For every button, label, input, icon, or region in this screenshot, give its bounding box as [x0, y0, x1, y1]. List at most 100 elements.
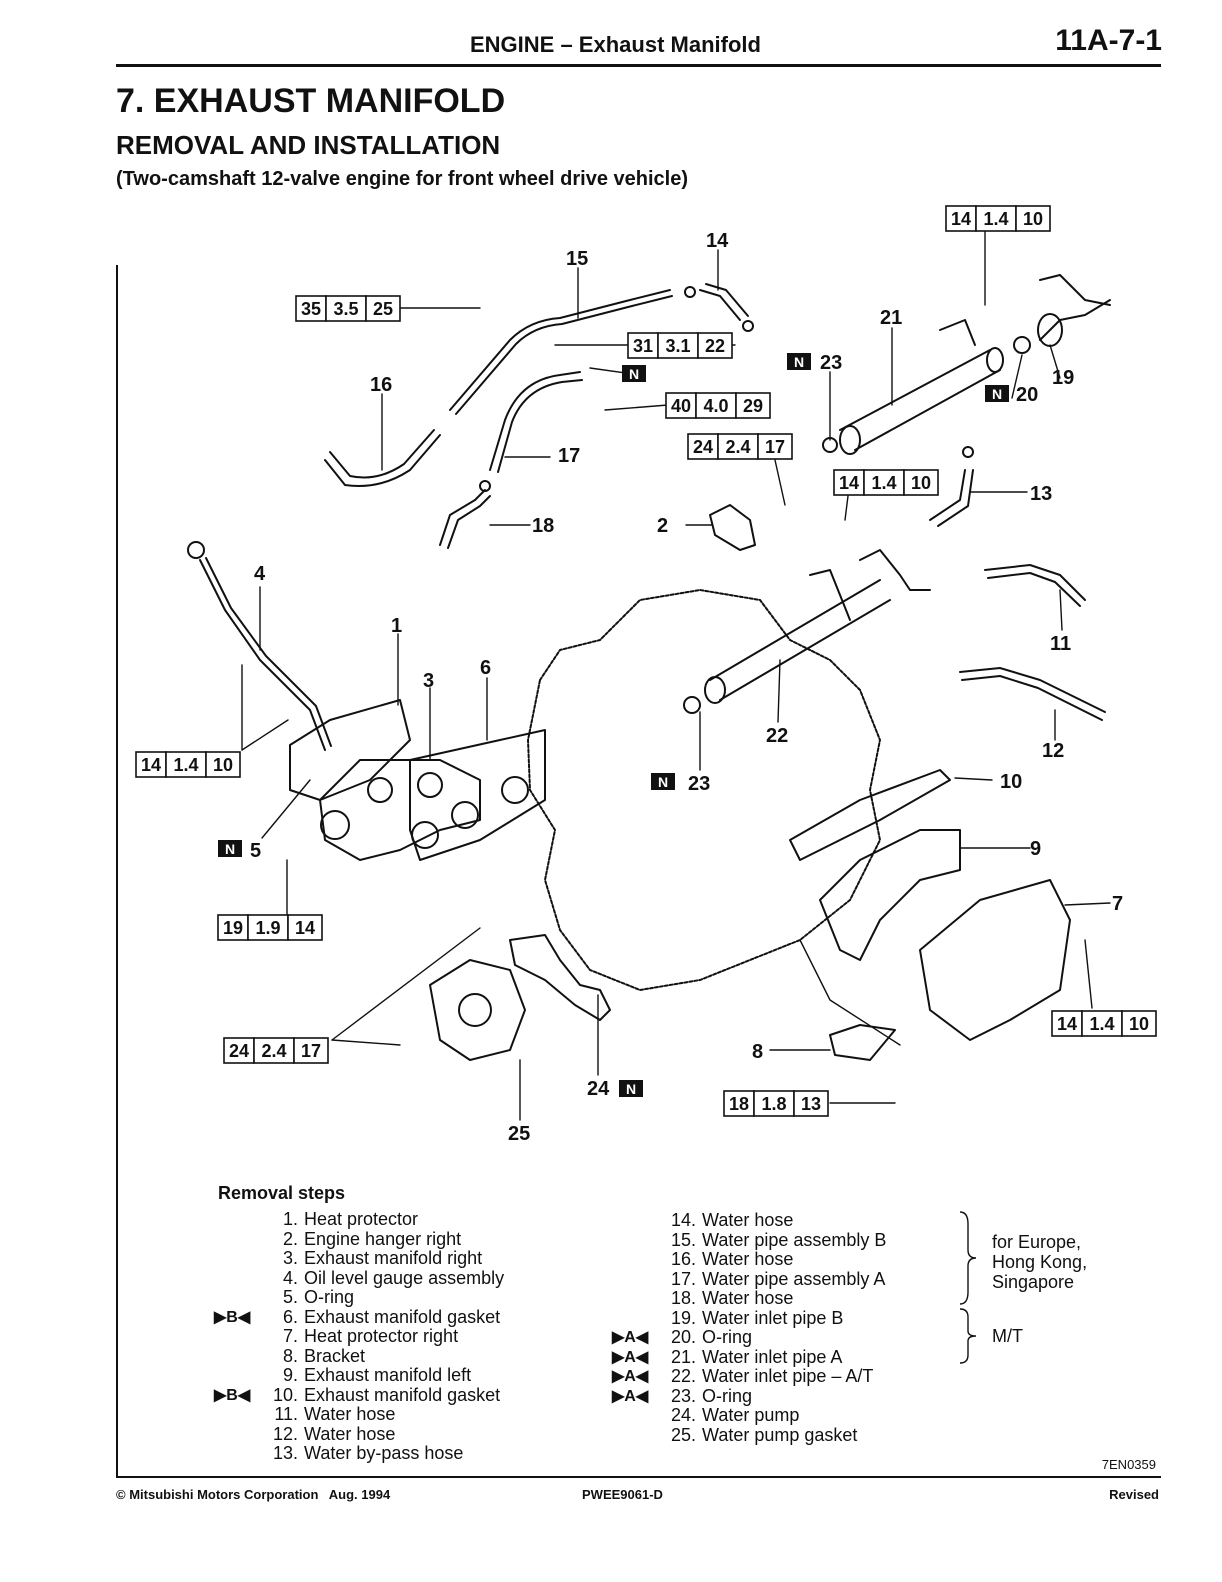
new-part-marker: N: [651, 773, 675, 790]
removal-step: 16.Water hose: [656, 1249, 956, 1270]
step-text: O-ring: [702, 1327, 753, 1347]
step-text: Bracket: [304, 1345, 366, 1366]
torque-value: 35: [301, 299, 321, 319]
torque-cell: [697, 332, 733, 359]
torque-cell: [217, 914, 249, 941]
torque-value: 2.4: [725, 437, 750, 457]
water-hose-14-shape: [699, 283, 749, 321]
torque-value: 3.5: [333, 299, 358, 319]
torque-cell: [687, 433, 719, 460]
water-pump-shape: [429, 959, 526, 1061]
bracket-shape: [829, 1024, 896, 1061]
torque-value: 1.9: [255, 918, 280, 938]
step-text: Exhaust manifold gasket: [304, 1306, 501, 1327]
heat-protector-right-shape: [919, 879, 1071, 1041]
torque-cell: [365, 295, 401, 322]
torque-value: 1.8: [761, 1094, 786, 1114]
step-number: 11.: [274, 1404, 298, 1424]
part-label: 25: [508, 1123, 530, 1145]
step-text: Water pump: [702, 1405, 800, 1425]
part-label: 19: [1052, 367, 1074, 389]
part-label: 23: [820, 352, 842, 374]
torque-cell: [295, 295, 327, 322]
torque-value: 1.4: [1089, 1014, 1114, 1034]
part-label: 10: [1000, 771, 1022, 793]
torque-cell: [325, 295, 367, 322]
step-text: Water pipe assembly A: [702, 1268, 886, 1289]
step-number: 21.: [670, 1346, 696, 1367]
removal-step: 17.Water pipe assembly A: [656, 1268, 956, 1290]
torque-cell: [975, 205, 1017, 232]
header-page-number: 11A-7-1: [1055, 24, 1162, 57]
header-section-title: ENGINE – Exhaust Manifold: [470, 32, 761, 57]
torque-cell: [1015, 205, 1051, 232]
reassembly-mark: ▶A◀: [612, 1348, 649, 1366]
torque-value: 24: [229, 1041, 249, 1061]
removal-step: 13.Water by-pass hose: [258, 1443, 598, 1464]
part-label: 22: [766, 725, 788, 747]
part-label: 12: [1042, 740, 1064, 762]
torque-value: 10: [213, 755, 233, 775]
reassembly-mark: ▶A◀: [612, 1387, 649, 1405]
removal-step: ▶A◀22.Water inlet pipe – A/T: [612, 1366, 956, 1387]
water-inlet-pipe-at-shape: [709, 579, 891, 701]
water-hose-16-shape: [324, 429, 441, 487]
step-text: O-ring: [304, 1287, 355, 1307]
step-number: 18.: [670, 1288, 696, 1308]
water-pump-gasket-shape: [509, 934, 611, 1021]
torque-cell: [735, 392, 771, 419]
step-number: 15.: [670, 1229, 696, 1250]
figure-id: 7EN0359: [1101, 1457, 1156, 1472]
removal-step: 15. Water pipe assembly B: [656, 1229, 956, 1251]
torque-cell: [657, 332, 699, 359]
engine-hanger-shape: [709, 504, 756, 551]
part-label: 20: [1016, 384, 1038, 406]
step-text: Water pipe assembly B: [702, 1229, 887, 1250]
part-label: 18: [532, 515, 554, 537]
removal-step: 12.Water hose: [258, 1424, 598, 1445]
torque-cell: [293, 1037, 329, 1064]
svg-text:N: N: [992, 386, 1002, 402]
new-part-marker: N: [619, 1080, 643, 1097]
part-label: 24: [587, 1078, 610, 1100]
torque-value: 4.0: [703, 396, 728, 416]
mt-note: M/T: [992, 1326, 1023, 1346]
step-text: Water hose: [702, 1249, 794, 1269]
frame-bottom-rule: [116, 1476, 1161, 1478]
reassembly-mark: ▶B◀: [214, 1308, 251, 1326]
water-hose-18-shape: [439, 489, 491, 549]
part-label: 2: [657, 515, 668, 537]
step-text: Exhaust manifold left: [304, 1365, 472, 1385]
water-pipe-b-shape: [449, 289, 671, 411]
part-label: 6: [480, 657, 491, 679]
torque-value: 14: [141, 755, 161, 775]
torque-cell: [863, 469, 905, 496]
part-label: 16: [370, 374, 392, 396]
removal-step: 19.Water inlet pipe B: [656, 1307, 956, 1329]
page-title: 7. EXHAUST MANIFOLD: [116, 82, 506, 120]
torque-value: 10: [1023, 209, 1043, 229]
removal-step: 5.O-ring: [258, 1287, 598, 1308]
svg-text:N: N: [658, 774, 668, 790]
water-inlet-pipe-a-shape: [839, 349, 1001, 451]
step-text: O-ring: [702, 1385, 753, 1406]
torque-value: 24: [693, 437, 713, 457]
removal-step: 24.Water pump: [656, 1405, 956, 1426]
exploded-diagram: 141.410353.525313.122404.029242.417141.4…: [135, 205, 1157, 1145]
step-number: 19.: [670, 1307, 696, 1328]
removal-step: 25.Water pump gasket: [656, 1425, 956, 1446]
step-text: Heat protector right: [304, 1326, 459, 1346]
step-number: 3.: [282, 1248, 298, 1268]
removal-step: 1.Heat protector: [258, 1209, 598, 1230]
removal-step: 11.Water hose: [258, 1404, 598, 1425]
part-label: 23: [688, 773, 710, 795]
part-label: 13: [1030, 483, 1052, 505]
